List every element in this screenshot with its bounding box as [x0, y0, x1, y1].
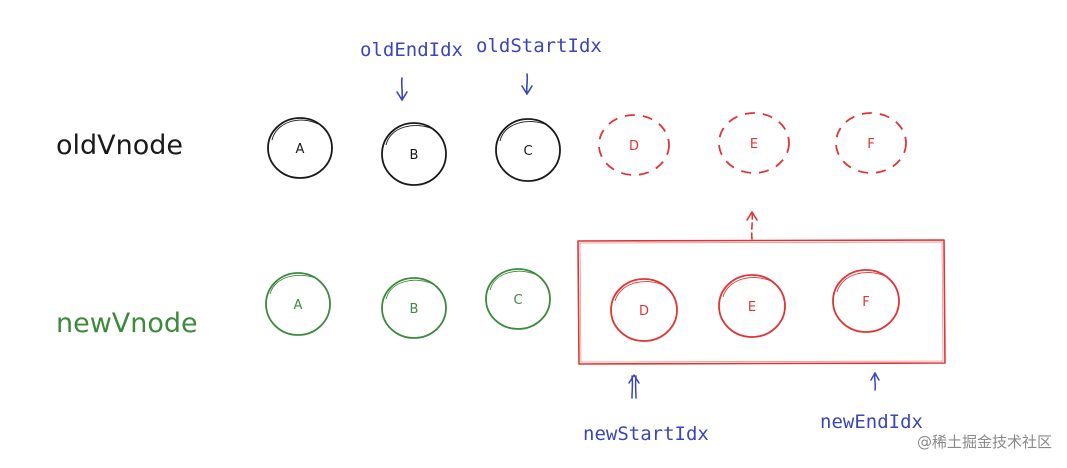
insert-arrowhead	[746, 211, 758, 221]
old-vnode-label: oldVnode	[56, 130, 183, 161]
old-node-f: F	[835, 112, 907, 174]
new-node-d-letter: D	[639, 304, 649, 319]
new-node-e: E	[718, 274, 786, 338]
old-end-idx-arrow	[400, 77, 404, 101]
insert-arrow	[750, 211, 754, 240]
new-node-b: B	[381, 277, 447, 339]
new-nodes-group-box-sketch	[579, 241, 944, 363]
new-end-idx-arrow	[873, 372, 877, 391]
new-node-d: D	[610, 278, 678, 342]
old-node-b-letter: B	[410, 148, 419, 163]
new-node-f: F	[832, 269, 900, 333]
old-node-e: E	[718, 112, 790, 174]
old-start-idx-arrow	[525, 73, 529, 95]
old-node-d-letter: D	[629, 139, 639, 154]
old-end-idx-arrowhead	[396, 91, 408, 101]
old-node-a-letter: A	[296, 142, 305, 157]
old-end-idx-label: oldEndIdx	[360, 39, 463, 61]
new-vnode-label: newVnode	[56, 308, 198, 339]
old-node-c-letter: C	[523, 144, 532, 159]
new-end-idx-label: newEndIdx	[820, 411, 923, 433]
old-start-idx-label: oldStartIdx	[476, 35, 602, 57]
new-node-a: A	[265, 272, 331, 336]
old-node-b: B	[381, 122, 447, 186]
new-node-b-letter: B	[410, 302, 419, 317]
new-node-a-letter: A	[294, 298, 303, 313]
new-node-f-letter: F	[862, 295, 869, 310]
new-start-idx-label: newStartIdx	[583, 423, 709, 445]
new-start-idx-arrowhead	[628, 374, 640, 384]
new-node-e-letter: E	[748, 300, 756, 315]
old-node-d: D	[598, 114, 670, 176]
new-start-idx-arrow	[631, 375, 637, 399]
watermark: @稀土掘金技术社区	[917, 433, 1052, 451]
new-node-c: C	[485, 268, 551, 330]
old-node-f-letter: F	[867, 137, 874, 152]
new-node-c-letter: C	[513, 293, 522, 308]
new-end-idx-arrowhead	[870, 372, 880, 381]
old-node-a: A	[267, 117, 333, 179]
old-node-e-letter: E	[750, 137, 758, 152]
old-start-idx-arrowhead	[521, 85, 533, 95]
old-node-c: C	[495, 118, 561, 182]
new-nodes-group-box	[577, 239, 946, 365]
